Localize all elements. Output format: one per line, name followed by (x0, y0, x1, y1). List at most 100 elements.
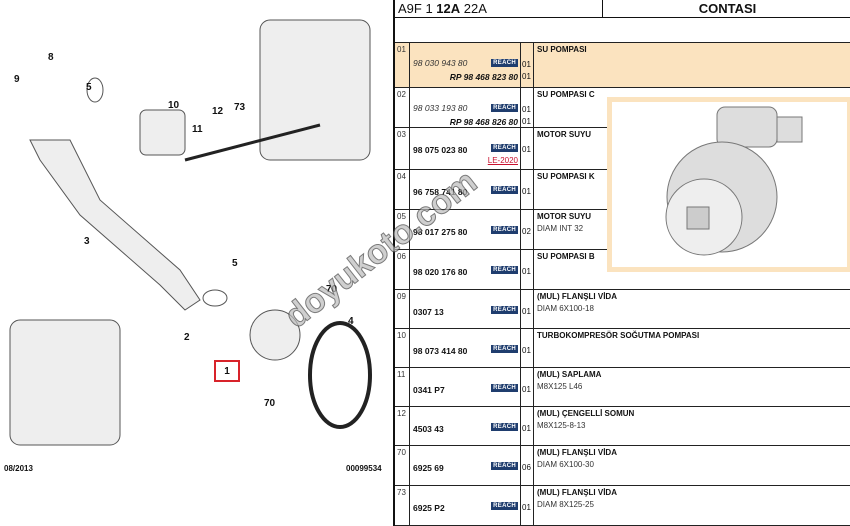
le-link[interactable]: LE-2020 (487, 156, 518, 165)
row-index: 11 (395, 368, 410, 406)
part-number[interactable]: 98 030 943 80 (413, 58, 468, 68)
water-pump (249, 309, 301, 361)
quantity: 01 (522, 385, 531, 394)
callout-5b: 5 (232, 258, 238, 269)
part-spec: M8X125-8-13 (537, 421, 586, 430)
reach-badge: REACH (491, 345, 518, 353)
row-index: 05 (395, 210, 410, 249)
part-cell: 98 020 176 80 REACH (410, 250, 521, 289)
description-cell: (MUL) FLANŞLI VİDA DIAM 8X125-25 (534, 486, 850, 509)
part-spec: DIAM 6X100-30 (537, 460, 594, 469)
table-row[interactable]: 73 6925 P2 REACH 01 (MUL) FLANŞLI VİDA D… (395, 486, 850, 526)
row-index: 03 (395, 128, 410, 169)
part-spec: DIAM 8X125-25 (537, 500, 594, 509)
table-row[interactable]: 01 98 030 943 80 REACH RP 98 468 823 80 … (395, 43, 850, 88)
callout-73: 73 (234, 102, 246, 113)
reach-badge: REACH (491, 423, 518, 431)
part-title: MOTOR SUYU (537, 130, 592, 139)
part-number[interactable]: 98 017 275 80 (413, 227, 468, 237)
reach-badge: REACH (491, 104, 518, 112)
replacement-part-number[interactable]: RP 98 468 826 80 (449, 117, 518, 127)
part-number[interactable]: 96 758 741 80 (413, 187, 468, 197)
part-title: SU POMPASI C (537, 90, 595, 99)
water-pump-image (665, 106, 803, 256)
description-cell: MOTOR SUYU (534, 128, 850, 142)
part-cell: 0341 P7 REACH (410, 368, 521, 406)
qty-cell: 01 01 (521, 43, 534, 87)
part-title: (MUL) FLANŞLI VİDA (537, 488, 617, 497)
reach-badge: REACH (491, 306, 518, 314)
callout-70: 70 (326, 284, 338, 295)
blank-row (395, 18, 850, 43)
replacement-quantity: 01 (522, 72, 531, 81)
part-photo (607, 97, 850, 272)
part-number[interactable]: 0307 13 (413, 307, 444, 317)
group-code-suffix: 22A (460, 1, 487, 16)
description-cell: TURBOKOMPRESÖR SOĞUTMA POMPASI (534, 329, 850, 343)
part-title: MOTOR SUYU (537, 212, 592, 221)
table-row[interactable]: 09 0307 13 REACH 01 (MUL) FLANŞLI VİDA D… (395, 290, 850, 329)
part-cell: 98 017 275 80 REACH (410, 210, 521, 249)
part-cell: 98 033 193 80 REACH RP 98 468 826 80 (410, 88, 521, 127)
part-number[interactable]: 98 073 414 80 (413, 346, 468, 356)
reach-badge: REACH (491, 462, 518, 470)
part-number[interactable]: 98 075 023 80 (413, 145, 468, 155)
exploded-parts-diagram: 9 8 5 10 12 73 11 3 5 70 2 4 70 1 08/201… (0, 0, 393, 526)
part-number[interactable]: 6925 P2 (413, 503, 445, 513)
part-title: SU POMPASI K (537, 172, 595, 181)
description-cell: SU POMPASI (534, 43, 850, 57)
description-cell: (MUL) SAPLAMA M8X125 L46 (534, 368, 850, 391)
quantity: 01 (522, 346, 531, 355)
part-cell: 4503 43 REACH (410, 407, 521, 445)
table-row[interactable]: 70 6925 69 REACH 06 (MUL) FLANŞLI VİDA D… (395, 446, 850, 486)
part-title: SU POMPASI B (537, 252, 595, 261)
part-spec: DIAM INT 32 (537, 224, 584, 233)
selected-callout-1[interactable]: 1 (214, 360, 240, 382)
part-number[interactable]: 98 020 176 80 (413, 267, 468, 277)
part-number[interactable]: 0341 P7 (413, 385, 445, 395)
row-index: 01 (395, 43, 410, 87)
part-number[interactable]: 98 033 193 80 (413, 103, 468, 113)
reach-badge: REACH (491, 384, 518, 392)
part-cell: 96 758 741 80 REACH (410, 170, 521, 209)
replacement-part-number[interactable]: RP 98 468 823 80 (449, 72, 518, 82)
quantity: 01 (522, 60, 531, 69)
callout-5: 5 (86, 82, 92, 93)
part-title: (MUL) SAPLAMA (537, 370, 602, 379)
part-number[interactable]: 6925 69 (413, 463, 444, 473)
table-row[interactable]: 11 0341 P7 REACH 01 (MUL) SAPLAMA M8X125… (395, 368, 850, 407)
qty-cell: 01 01 (521, 88, 534, 127)
qty-cell: 02 (521, 210, 534, 249)
qty-cell: 01 (521, 329, 534, 367)
table-row[interactable]: 10 98 073 414 80 REACH 01 TURBOKOMPRESÖR… (395, 329, 850, 368)
group-code-prefix: A9F 1 (398, 1, 437, 16)
table-row[interactable]: 12 4503 43 REACH 01 (MUL) ÇENGELLİ SOMUN… (395, 407, 850, 446)
callout-12: 12 (212, 106, 224, 117)
callout-9: 9 (14, 74, 20, 85)
qty-cell: 01 (521, 170, 534, 209)
description-cell: (MUL) FLANŞLI VİDA DIAM 6X100-18 (534, 290, 850, 313)
callout-3: 3 (84, 236, 90, 247)
engine-illustration-bottom (9, 319, 121, 446)
part-cell: 98 073 414 80 REACH (410, 329, 521, 367)
part-spec: M8X125 L46 (537, 382, 583, 391)
part-cell: 98 030 943 80 REACH RP 98 468 823 80 (410, 43, 521, 87)
quantity: 02 (522, 227, 531, 236)
callout-2: 2 (184, 332, 190, 343)
description-cell: SU POMPASI B (534, 250, 850, 264)
row-index: 04 (395, 170, 410, 209)
part-number[interactable]: 4503 43 (413, 424, 444, 434)
reach-badge: REACH (491, 502, 518, 510)
description-cell: (MUL) FLANŞLI VİDA DIAM 6X100-30 (534, 446, 850, 469)
part-cell: 6925 69 REACH (410, 446, 521, 485)
row-index: 09 (395, 290, 410, 328)
part-title: (MUL) FLANŞLI VİDA (537, 292, 617, 301)
table-row[interactable]: 06 98 020 176 80 REACH 01 SU POMPASI B (395, 250, 850, 290)
quantity: 01 (522, 105, 531, 114)
part-cell: 0307 13 REACH (410, 290, 521, 328)
qty-cell: 01 (521, 407, 534, 445)
callout-8: 8 (48, 52, 54, 63)
row-index: 73 (395, 486, 410, 525)
reach-badge: REACH (491, 144, 518, 152)
callout-4: 4 (348, 316, 354, 327)
